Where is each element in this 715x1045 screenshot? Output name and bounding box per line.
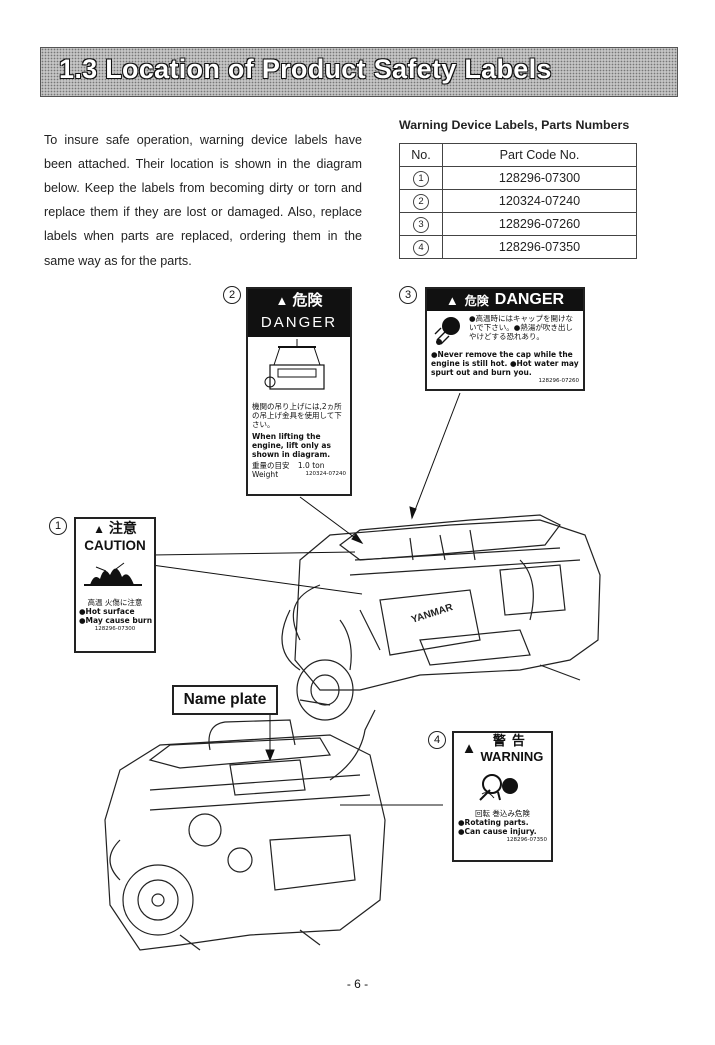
lower-engine-drawing	[104, 709, 386, 951]
label-title-bar: ▲ 危険 DANGER	[248, 289, 350, 337]
label-jp-title: 危険	[292, 292, 323, 309]
part-code: 120324-07240	[442, 189, 637, 213]
label-en-text-1: ●Hot surface	[79, 607, 135, 616]
label-jp-title: 注意	[108, 520, 137, 536]
label-jp-text: 回転 巻込み危険	[475, 809, 530, 818]
row-number: 4	[413, 239, 429, 256]
danger-label-hot-water: ▲ 危険 DANGER ●高温時にはキャップを開けないで下さい。●熱湯が吹き出し…	[425, 287, 585, 391]
label-marker-1: 1	[49, 517, 67, 535]
label-marker-3: 3	[399, 286, 417, 304]
lifting-engine-icon	[264, 339, 325, 390]
label-jp-text: ●高温時にはキャップを開けないで下さい。●熱湯が吹き出しやけどする恐れあり。	[469, 314, 574, 341]
label-en-text-2: ●May cause burn	[79, 616, 153, 625]
page-number: - 6 -	[346, 977, 369, 991]
label-marker-4: 4	[428, 731, 446, 749]
label-en-title: DANGER	[494, 291, 565, 308]
warning-triangle-icon: ▲	[275, 293, 289, 308]
part-code: 128296-07350	[442, 235, 637, 259]
hot-surface-icon	[84, 562, 142, 586]
weight-value: 1.0 ton	[297, 461, 325, 470]
label-jp-title: 危険	[464, 293, 489, 308]
label-en-text-1: ●Rotating parts.	[458, 818, 529, 827]
parts-table: No. Part Code No. 1 128296-07300 2 12032…	[399, 143, 637, 259]
label-marker-2: 2	[223, 286, 241, 304]
upper-engine-drawing	[281, 514, 601, 721]
label-code: 128296-07300	[94, 626, 136, 632]
warning-triangle-icon: ▲	[93, 522, 105, 536]
row-number: 3	[413, 216, 429, 233]
row-number: 1	[413, 170, 429, 187]
weight-en: Weight	[252, 470, 279, 479]
label-title-bar: ▲ 危険 DANGER	[427, 289, 583, 311]
section-title: 1.3 Location of Product Safety Labels	[59, 54, 552, 84]
label-jp-title: 警告	[492, 733, 531, 748]
label-jp-text: 高温 火傷に注意	[87, 598, 143, 607]
label-en-text: ●Never remove the cap while the engine i…	[431, 350, 579, 377]
rotating-parts-icon	[479, 774, 518, 801]
label-code: 120324-07240	[305, 471, 346, 477]
caution-label-hot-surface: ▲ 注意 CAUTION 高温 火傷に注意 ●Hot surface ●May …	[74, 517, 156, 653]
warning-triangle-icon: ▲	[445, 292, 459, 308]
label-en-text: When lifting the engine, lift only as sh…	[252, 432, 331, 459]
parts-table-caption: Warning Device Labels, Parts Numbers	[399, 118, 630, 132]
intro-paragraph: To insure safe operation, warning device…	[44, 132, 362, 268]
label-en-text-2: ●Can cause injury.	[458, 827, 537, 836]
hot-water-icon	[434, 317, 460, 345]
warning-label-rotating-parts: ▲ 警告 WARNING 回転 巻込み危険 ●Rotating parts. ●…	[452, 731, 553, 862]
weight-jp: 重量の目安	[252, 461, 290, 470]
warning-triangle-icon: ▲	[461, 740, 477, 757]
nameplate-label: Name plate	[172, 685, 278, 715]
label-code: 128296-07260	[538, 378, 579, 384]
label-en-title: CAUTION	[84, 538, 146, 553]
section-header-bar: 1.3 Location of Product Safety Labels	[40, 47, 678, 97]
label-en-title: DANGER	[260, 314, 338, 331]
leader-lines	[151, 392, 461, 806]
row-number: 2	[413, 193, 429, 210]
table-row: 4 128296-07350	[399, 235, 637, 259]
label-en-title: WARNING	[480, 749, 544, 764]
engine-brand-text: YANMAR	[410, 602, 455, 626]
label-jp-text: 機関の吊り上げには,2ヵ所の吊上げ金具を使用して下さい。	[252, 402, 342, 429]
danger-label-lifting: ▲ 危険 DANGER 機関の吊り上げには,2ヵ所の吊上げ金具を使用して下さい。…	[246, 287, 352, 496]
label-code: 128296-07350	[506, 837, 547, 843]
